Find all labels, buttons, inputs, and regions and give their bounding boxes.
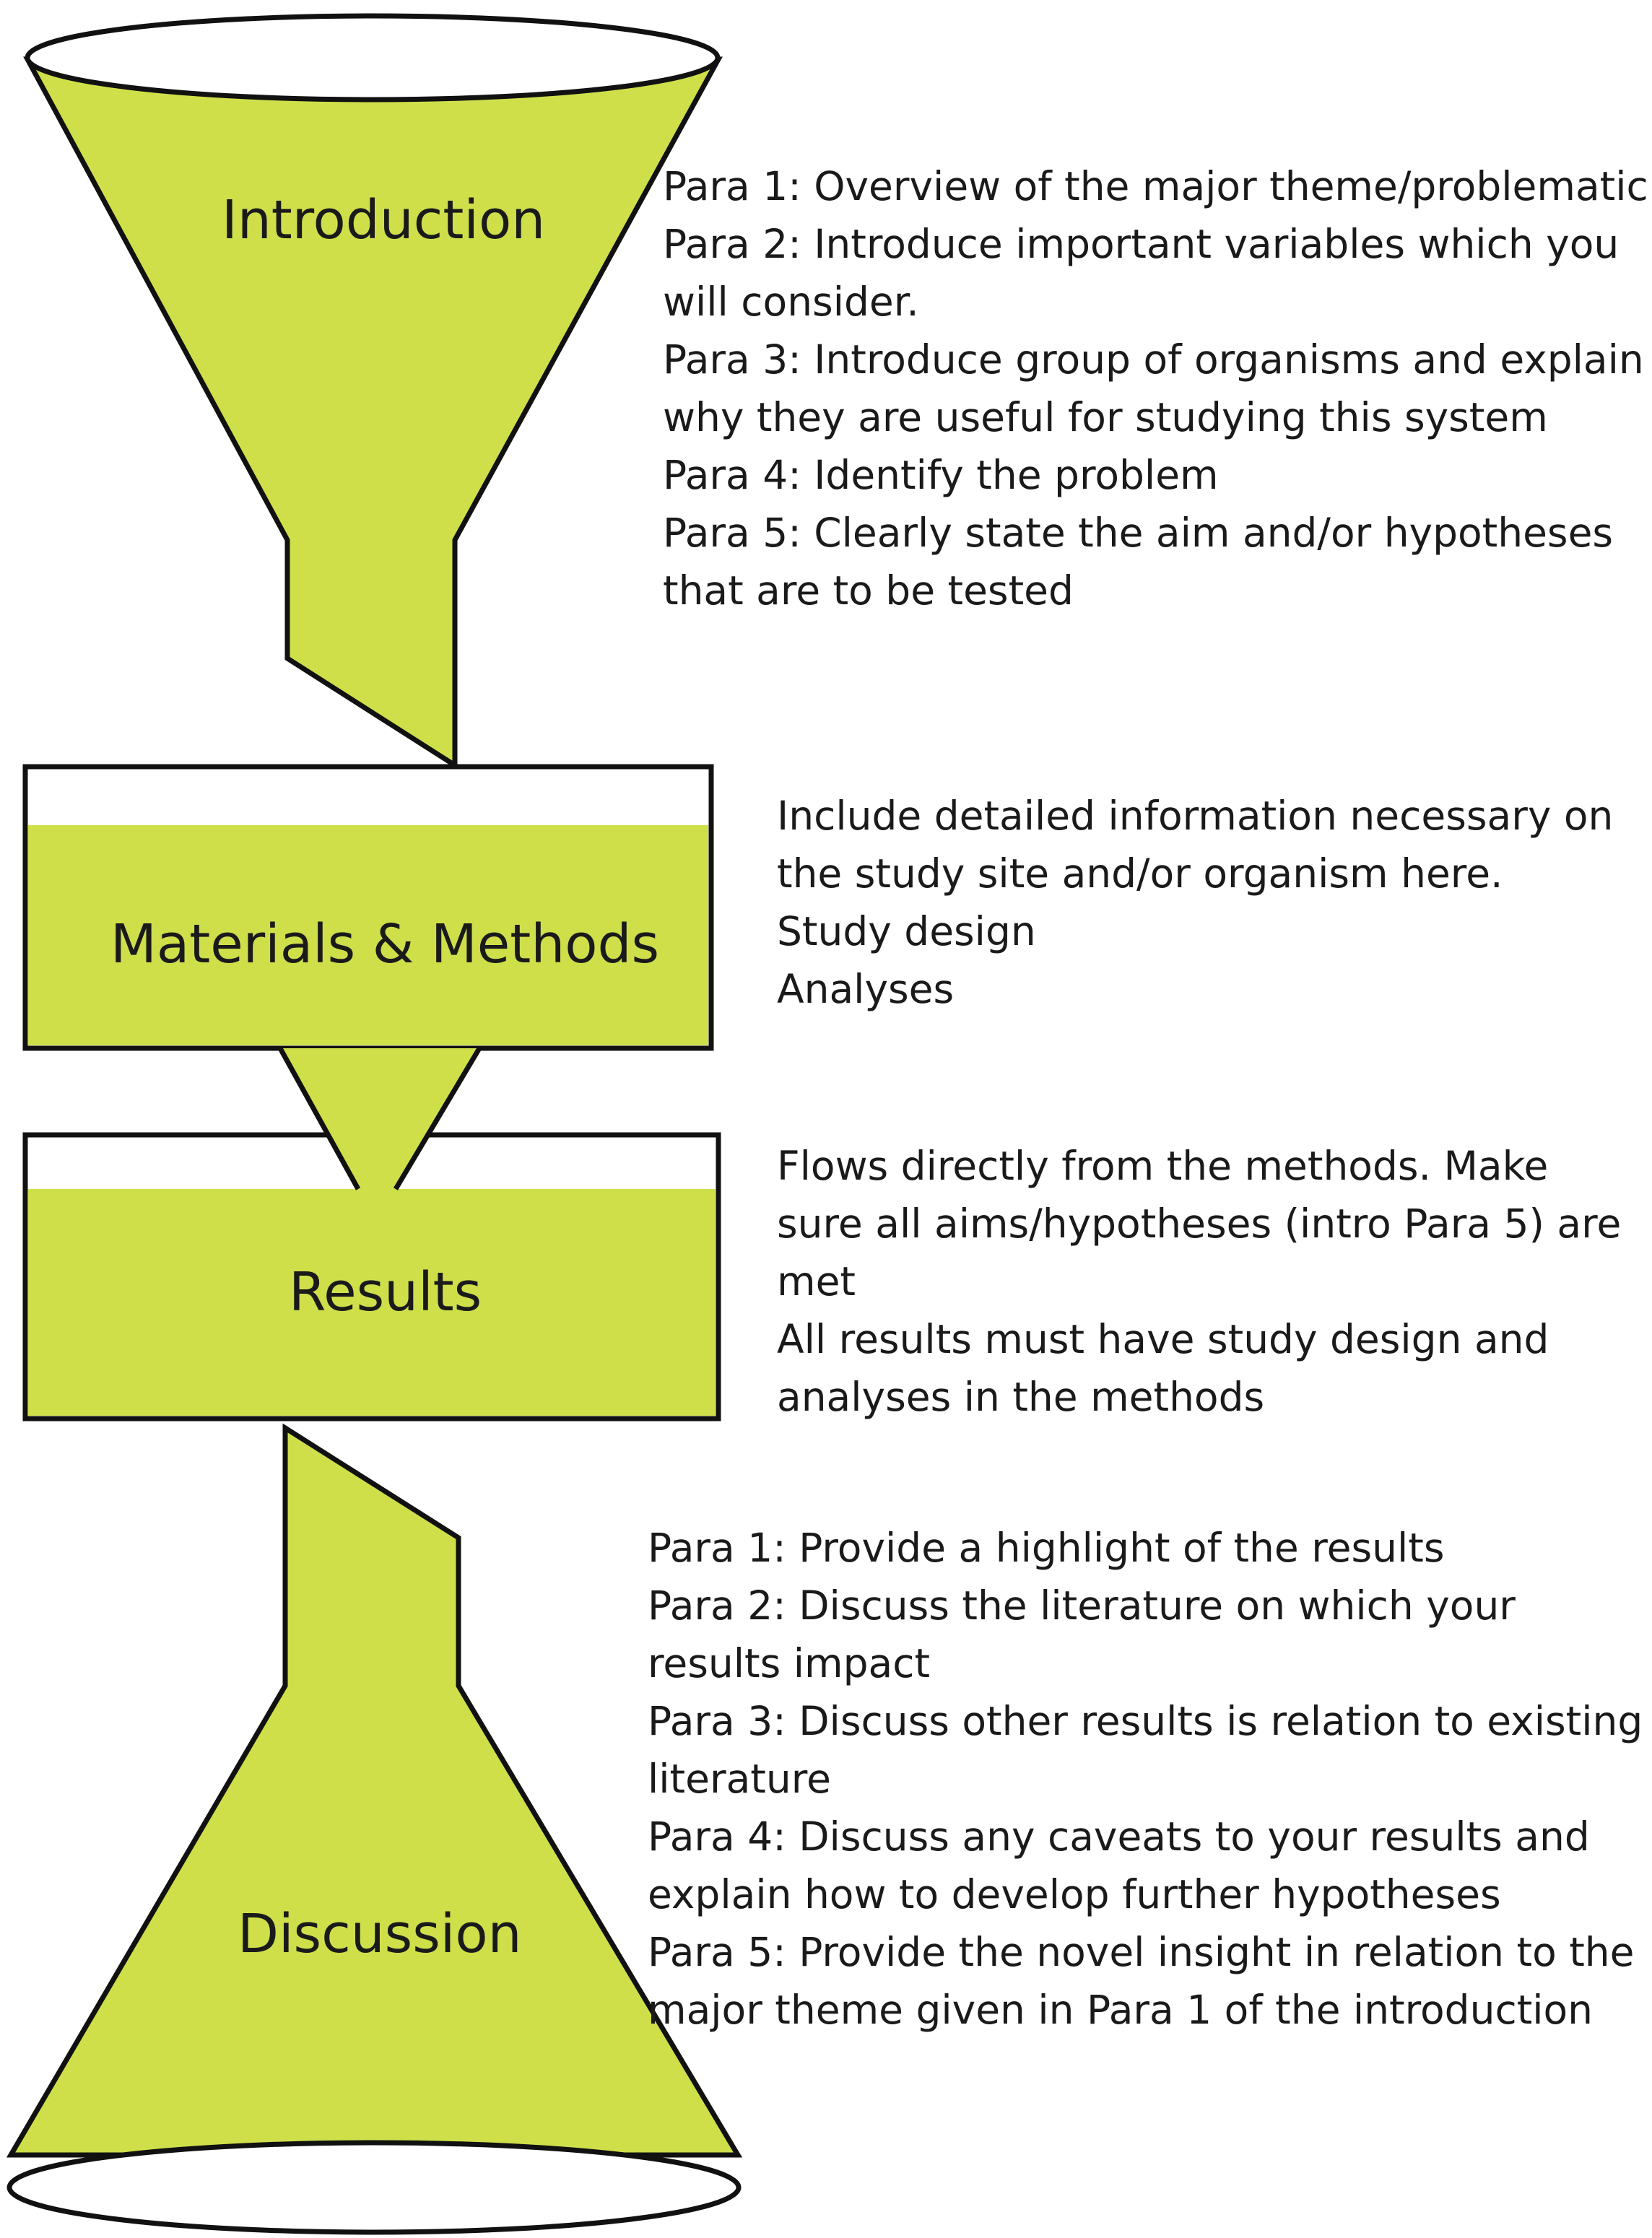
- description-line: Flows directly from the methods. Make: [777, 1143, 1549, 1189]
- description-line: results impact: [648, 1640, 931, 1686]
- description-line: Para 1: Overview of the major theme/prob…: [663, 163, 1648, 209]
- results-box-fill: [28, 1189, 716, 1416]
- description-line: that are to be tested: [663, 567, 1074, 614]
- description-line: why they are useful for studying this sy…: [663, 394, 1548, 440]
- description-line: analyses in the methods: [777, 1374, 1265, 1420]
- connector-edge-left: [277, 1047, 361, 1190]
- description-line: Analyses: [777, 966, 955, 1012]
- methods-box-fill: [28, 825, 708, 1045]
- methods-label: Materials & Methods: [110, 913, 660, 975]
- description-line: Para 5: Clearly state the aim and/or hyp…: [663, 510, 1614, 556]
- connector-edge-right: [393, 1047, 482, 1190]
- description-line: Include detailed information necessary o…: [777, 793, 1614, 839]
- description-line: Para 2: Introduce important variables wh…: [663, 221, 1620, 267]
- description-line: Para 4: Identify the problem: [663, 452, 1219, 498]
- introduction-description: Para 1: Overview of the major theme/prob…: [663, 157, 1648, 619]
- description-line: Para 4: Discuss any caveats to your resu…: [648, 1814, 1590, 1860]
- methods-to-results-connector: [280, 1048, 479, 1189]
- discussion-flask: [6, 1423, 743, 2158]
- description-line: Para 3: Discuss other results is relatio…: [648, 1698, 1643, 1744]
- discussion-label: Discussion: [238, 1903, 522, 1965]
- description-line: met: [777, 1258, 856, 1305]
- description-line: Para 3: Introduce group of organisms and…: [663, 336, 1644, 383]
- introduction-label: Introduction: [222, 189, 546, 251]
- results-description: Flows directly from the methods. Make su…: [777, 1137, 1621, 1426]
- description-line: All results must have study design and: [777, 1316, 1549, 1362]
- discussion-flask-base: [6, 2140, 742, 2235]
- description-line: Para 1: Provide a highlight of the resul…: [648, 1525, 1445, 1571]
- description-line: literature: [648, 1756, 831, 1802]
- description-line: major theme given in Para 1 of the intro…: [648, 1987, 1594, 2033]
- description-line: Study design: [777, 908, 1036, 954]
- results-label: Results: [289, 1261, 482, 1323]
- methods-description: Include detailed information necessary o…: [777, 787, 1613, 1018]
- description-line: explain how to develop further hypothese…: [648, 1871, 1501, 1917]
- description-line: sure all aims/hypotheses (intro Para 5) …: [777, 1201, 1622, 1247]
- description-line: the study site and/or organism here.: [777, 850, 1503, 897]
- introduction-funnel: [23, 56, 723, 770]
- introduction-funnel-rim: [25, 13, 721, 103]
- description-line: will consider.: [663, 279, 919, 325]
- discussion-description: Para 1: Provide a highlight of the resul…: [648, 1519, 1643, 2039]
- description-line: Para 2: Discuss the literature on which …: [648, 1582, 1516, 1629]
- description-line: Para 5: Provide the novel insight in rel…: [648, 1929, 1635, 1975]
